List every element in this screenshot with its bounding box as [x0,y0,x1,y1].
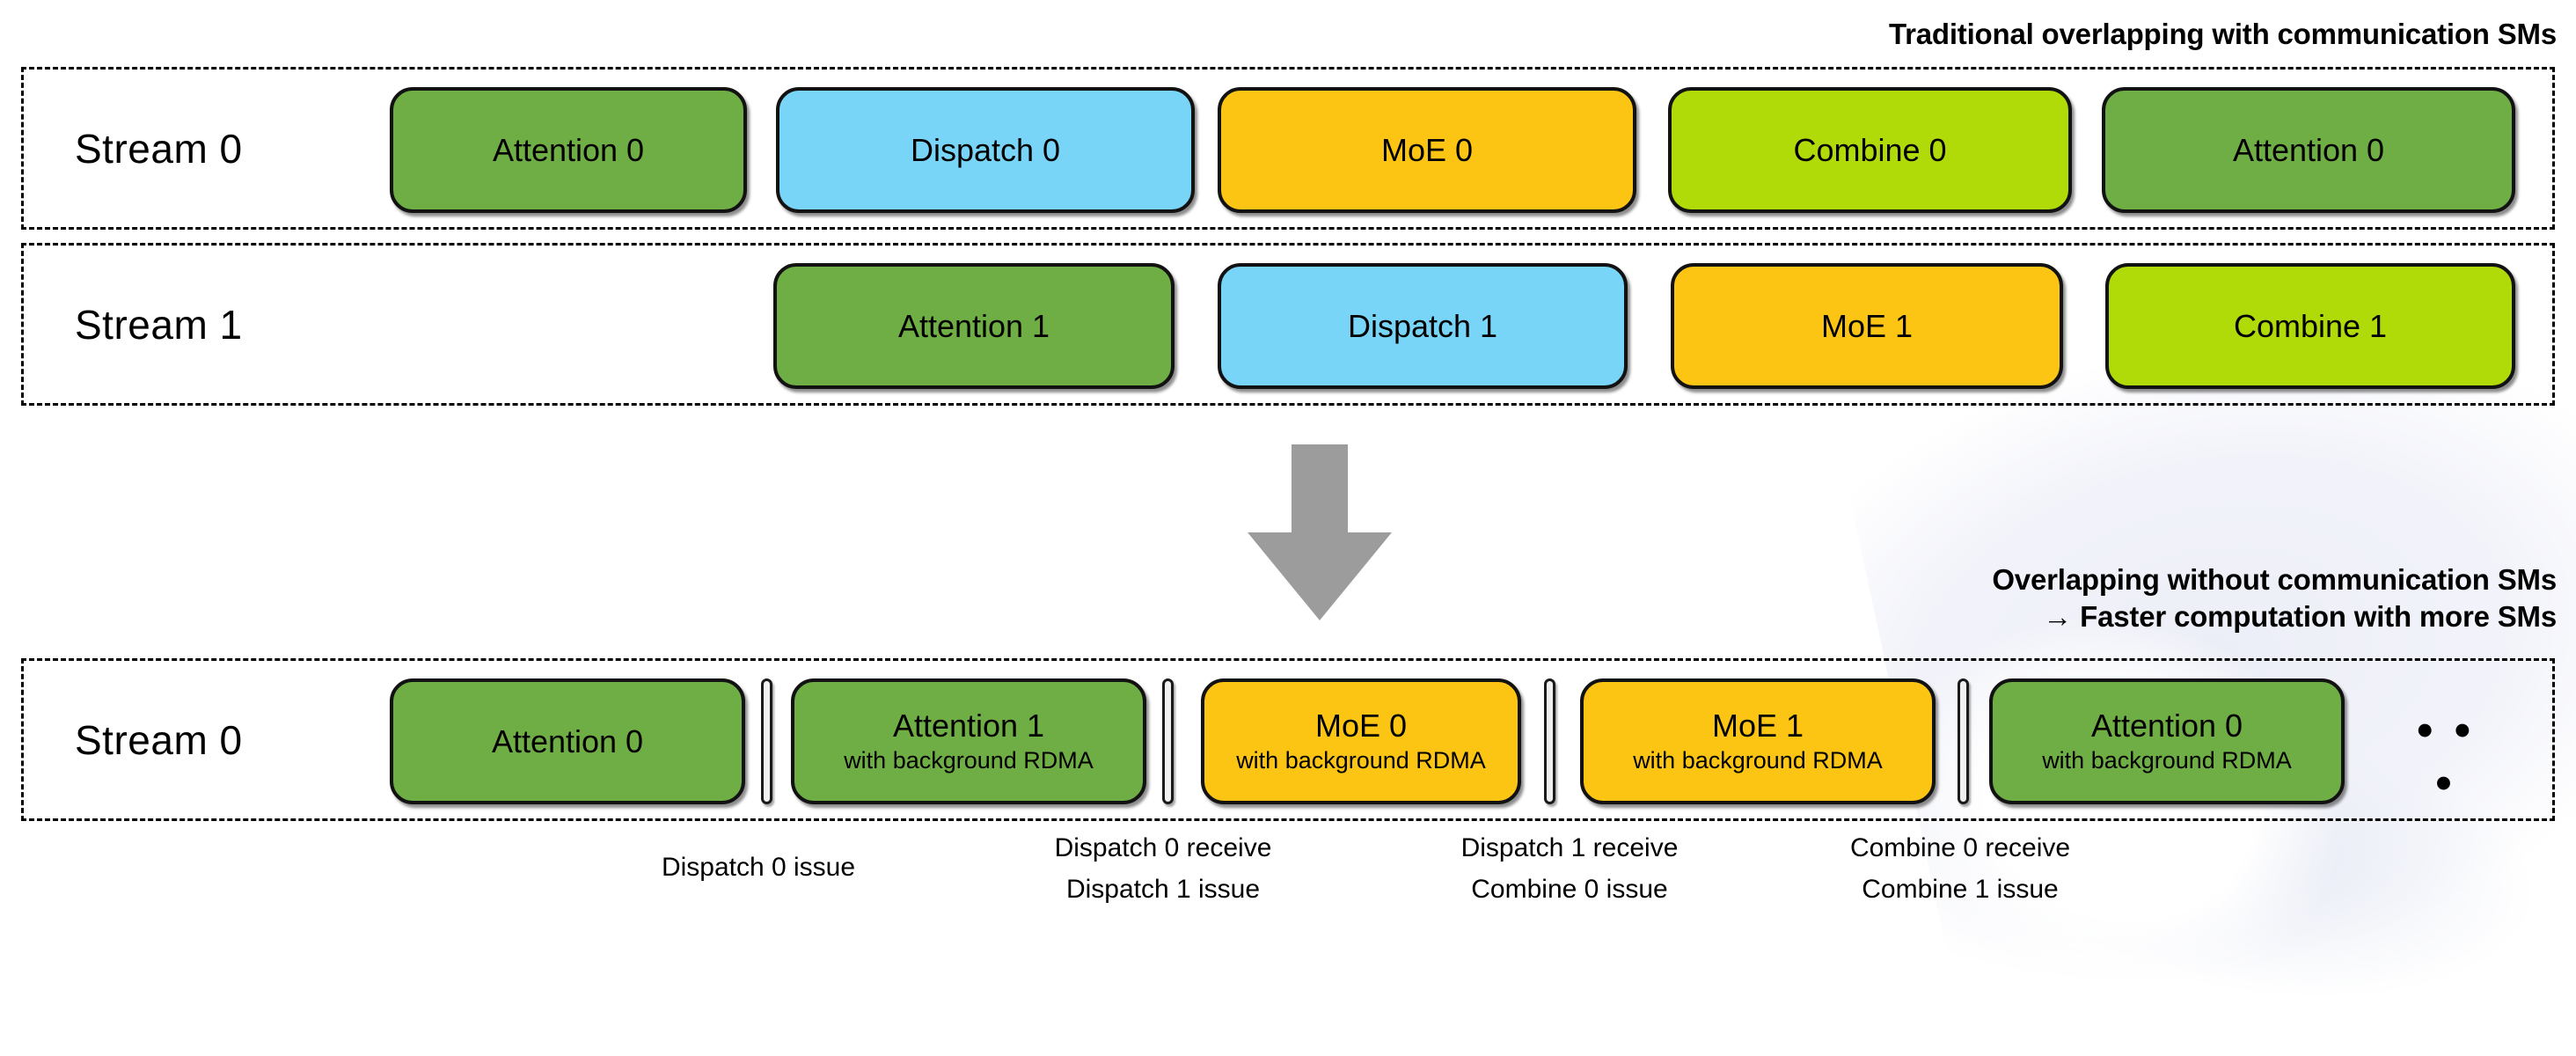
panel-stream0-top: Stream 0 Attention 0 Dispatch 0 MoE 0 Combin… [21,67,2555,230]
event-annotation-2: Dispatch 0 receive Dispatch 1 issue [1054,833,1272,904]
caption-traditional-overlapping: Traditional overlapping with communicati… [1888,18,2557,50]
task-block-title: MoE 0 [1380,131,1474,168]
task-block-title: Dispatch 0 [910,131,1061,168]
task-block-title: MoE 1 [1820,307,1914,344]
task-block-title: Attention 1 [897,307,1050,344]
task-block-subtitle: with background RDMA [1236,747,1486,774]
task-block-title: Attention 1 [892,708,1045,744]
task-block-stream0-bot-2: Attention 1 with background RDMA [791,678,1146,804]
caption-overlapping-without-communication-sms: Overlapping without communication SMs → … [1992,563,2557,633]
task-block-title: Attention 0 [492,131,645,168]
task-block-subtitle: with background RDMA [844,747,1094,774]
task-block-stream0-top-1: Attention 0 [390,87,747,213]
task-block-title: Attention 0 [491,722,644,759]
task-block-stream1-3: MoE 1 [1671,263,2063,389]
separator-bar-4 [1958,678,1969,804]
task-block-title: MoE 0 [1314,708,1408,744]
task-block-title: MoE 1 [1711,708,1804,744]
separator-bar-3 [1544,678,1555,804]
task-block-subtitle: with background RDMA [1633,747,1883,774]
event-annotation-3: Dispatch 1 receive Combine 0 issue [1460,833,1679,904]
separator-bar-2 [1162,678,1174,804]
task-block-stream0-bot-1: Attention 0 [390,678,745,804]
task-block-title: Combine 1 [2233,307,2388,344]
task-block-stream0-top-2: Dispatch 0 [776,87,1195,213]
task-block-stream1-1: Attention 1 [773,263,1175,389]
task-block-stream0-bot-5: Attention 0 with background RDMA [1989,678,2345,804]
panel-stream1: Stream 1 Attention 1 Dispatch 1 MoE 1 Combin… [21,243,2555,406]
stream-label-stream0-bot: Stream 0 [75,716,243,763]
task-block-title: Combine 0 [1793,131,1947,168]
stream-label-stream0-top: Stream 0 [75,125,243,172]
panel-stream0-bottom: Stream 0 Attention 0 Attention 1 with backg… [21,658,2555,821]
down-arrow-icon [1232,444,1408,620]
task-block-stream0-top-4: Combine 0 [1668,87,2072,213]
task-block-title: Attention 0 [2232,131,2385,168]
task-block-title: Attention 0 [2090,708,2243,744]
task-block-stream1-2: Dispatch 1 [1218,263,1628,389]
task-block-subtitle: with background RDMA [2042,747,2292,774]
stream-label-stream1: Stream 1 [75,301,243,348]
task-block-stream0-top-5: Attention 0 [2102,87,2515,213]
task-block-stream0-top-3: MoE 0 [1218,87,1636,213]
event-annotation-1: Dispatch 0 issue [661,853,856,882]
task-block-stream1-4: Combine 1 [2105,263,2515,389]
ellipsis-indicator: • • • [2417,705,2475,809]
task-block-stream0-bot-4: MoE 1 with background RDMA [1580,678,1936,804]
task-block-title: Dispatch 1 [1347,307,1498,344]
event-annotation-4: Combine 0 receive Combine 1 issue [1849,833,2071,904]
separator-bar-1 [761,678,772,804]
task-block-stream0-bot-3: MoE 0 with background RDMA [1201,678,1521,804]
